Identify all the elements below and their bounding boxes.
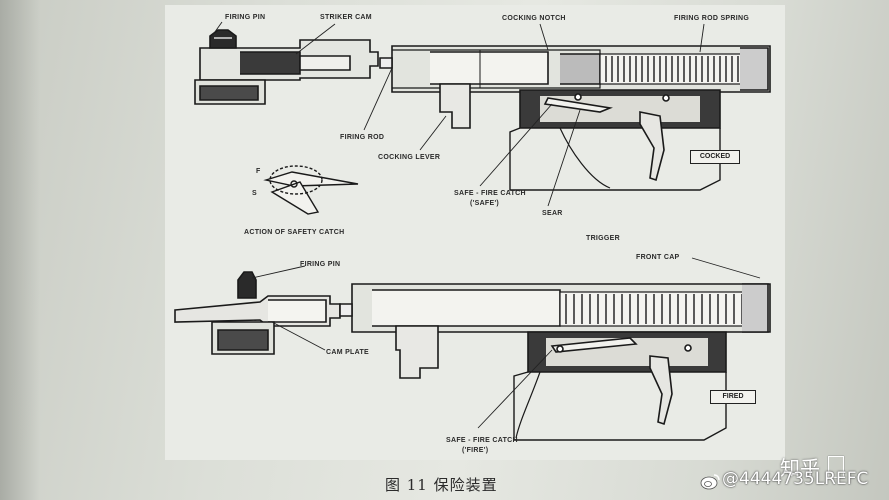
label-firing-rod: FIRING ROD	[340, 134, 385, 141]
watermark-handle: @4444735LREFC	[722, 469, 869, 489]
label-firing-pin-top: FIRING PIN	[225, 14, 266, 21]
bottom-mechanism	[174, 271, 771, 441]
label-safe-fire-catch-top: SAFE - FIRE CATCH	[454, 190, 526, 197]
safety-catch-detail	[263, 165, 359, 215]
mark-f: F	[256, 168, 261, 175]
seal-icon	[828, 456, 844, 478]
label-sear: SEAR	[542, 210, 563, 217]
fired-box: FIRED	[710, 390, 756, 404]
label-safe-state: ('SAFE')	[470, 200, 500, 207]
label-cocking-lever: COCKING LEVER	[378, 154, 441, 161]
mark-s: S	[252, 190, 257, 197]
label-fire-state: ('FIRE')	[462, 447, 489, 454]
weibo-icon	[700, 474, 720, 490]
zhihu-logo: 知乎	[780, 456, 820, 480]
label-firing-rod-spring: FIRING ROD SPRING	[674, 15, 750, 22]
page-edge-shadow	[0, 0, 40, 500]
label-striker-cam: STRIKER CAM	[320, 14, 372, 21]
label-front-cap: FRONT CAP	[636, 254, 680, 261]
figure-caption: 图 11 保险装置	[385, 476, 498, 494]
label-action-of-safety-catch: ACTION OF SAFETY CATCH	[244, 229, 345, 236]
leader-lines	[211, 21, 761, 429]
top-mechanism	[194, 29, 771, 191]
cocked-box: COCKED	[690, 150, 740, 164]
label-cam-plate: CAM PLATE	[326, 349, 370, 356]
label-trigger: TRIGGER	[586, 235, 620, 242]
label-cocking-notch: COCKING NOTCH	[502, 15, 566, 22]
watermark: 知乎 @4444735LREFC	[700, 452, 889, 498]
label-safe-fire-catch-bottom: SAFE - FIRE CATCH	[446, 437, 518, 444]
label-firing-pin-bottom: FIRING PIN	[300, 261, 341, 268]
